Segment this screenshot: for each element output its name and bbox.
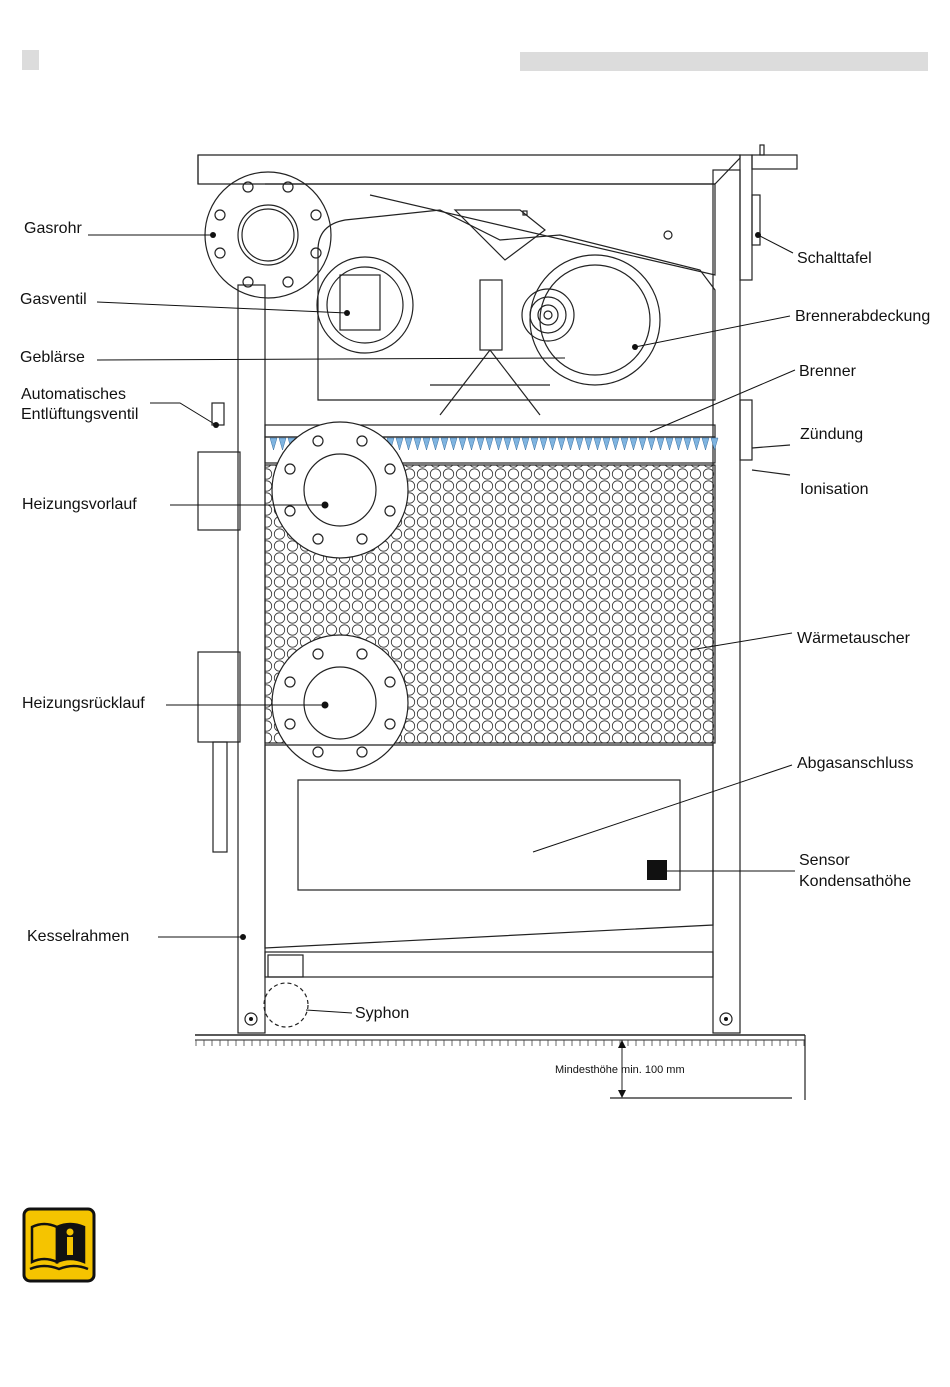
condensate-sensor [647,860,667,880]
flame-tooth [441,438,448,450]
flame-tooth [531,438,538,450]
svg-text:Sensor: Sensor [799,852,850,869]
flame-tooth [450,438,457,450]
svg-text:Syphon: Syphon [355,1005,409,1022]
flame-tooth [702,438,709,450]
svg-text:Brenner: Brenner [799,363,857,380]
label-mindesthoehe: Mindesthöhe min. 100 mm [555,1064,685,1076]
flame-tooth [423,438,430,450]
flame-tooth [504,438,511,450]
svg-text:Kesselrahmen: Kesselrahmen [27,928,129,945]
flame-tooth [468,438,475,450]
ground [195,1035,805,1100]
svg-text:Heizungsrücklauf: Heizungsrücklauf [22,695,145,712]
flame-tooth [405,438,412,450]
svg-text:Mindesthöhe min. 100 mm: Mindesthöhe min. 100 mm [555,1064,685,1076]
flame-tooth [279,438,286,450]
label-entlueftungsventil: Automatisches Entlüftungsventil [21,386,219,428]
flame-tooth [603,438,610,450]
label-brenner: Brenner [650,363,857,432]
flame-tooth [585,438,592,450]
flame-tooth [711,438,718,450]
flame-tooth [558,438,565,450]
flame-tooth [675,438,682,450]
svg-text:Zündung: Zündung [800,426,863,443]
flame-tooth [612,438,619,450]
flame-tooth [684,438,691,450]
label-sensor-kondensathoehe: Sensor Kondensathöhe [667,852,911,890]
label-gasventil: Gasventil [20,291,350,316]
flame-tooth [540,438,547,450]
label-kesselrahmen: Kesselrahmen [27,928,246,945]
flame-tooth [414,438,421,450]
svg-text:Wärmetauscher: Wärmetauscher [797,630,911,647]
flame-tooth [567,438,574,450]
svg-text:Geblärse: Geblärse [20,349,85,366]
svg-text:Entlüftungsventil: Entlüftungsventil [21,406,138,423]
flame-tooth [666,438,673,450]
flame-tooth [594,438,601,450]
flame-tooth [432,438,439,450]
flame-tooth [270,438,277,450]
svg-text:Brennerabdeckung: Brennerabdeckung [795,308,930,325]
flame-tooth [648,438,655,450]
svg-text:Heizungsvorlauf: Heizungsvorlauf [22,496,137,513]
label-ionisation: Ionisation [800,481,869,498]
gas-pipe-flange [205,172,331,298]
svg-text:Kondensathöhe: Kondensathöhe [799,873,911,890]
flame-tooth [576,438,583,450]
label-zuendung: Zündung [800,426,863,443]
label-schalttafel: Schalttafel [755,232,872,267]
svg-text:Gasventil: Gasventil [20,291,87,308]
flame-tooth [693,438,700,450]
return-flange [198,635,408,852]
supply-flange [198,403,408,558]
label-syphon: Syphon [306,1005,409,1022]
flame-tooth [621,438,628,450]
svg-text:Schalttafel: Schalttafel [797,250,872,267]
svg-text:Abgasanschluss: Abgasanschluss [797,755,914,772]
svg-text:Ionisation: Ionisation [800,481,869,498]
control-panel [740,145,797,280]
label-abgasanschluss: Abgasanschluss [533,755,914,852]
flame-tooth [495,438,502,450]
book-info-icon [22,1207,96,1283]
label-brennerabdeckung: Brennerabdeckung [632,308,930,350]
label-gasrohr: Gasrohr [24,220,216,238]
flame-tooth [639,438,646,450]
svg-text:Gasrohr: Gasrohr [24,220,82,237]
flame-tooth [522,438,529,450]
flame-tooth [459,438,466,450]
label-waermetauscher: Wärmetauscher [690,630,911,650]
flue-box [265,745,713,977]
flame-tooth [477,438,484,450]
flame-tooth [630,438,637,450]
svg-text:Automatisches: Automatisches [21,386,126,403]
flame-tooth [396,438,403,450]
flame-tooth [657,438,664,450]
label-geblaerse: Geblärse [20,349,565,366]
flame-tooth [486,438,493,450]
syphon [264,955,308,1027]
flame-tooth [513,438,520,450]
fan-housing [265,184,715,415]
flame-tooth [549,438,556,450]
